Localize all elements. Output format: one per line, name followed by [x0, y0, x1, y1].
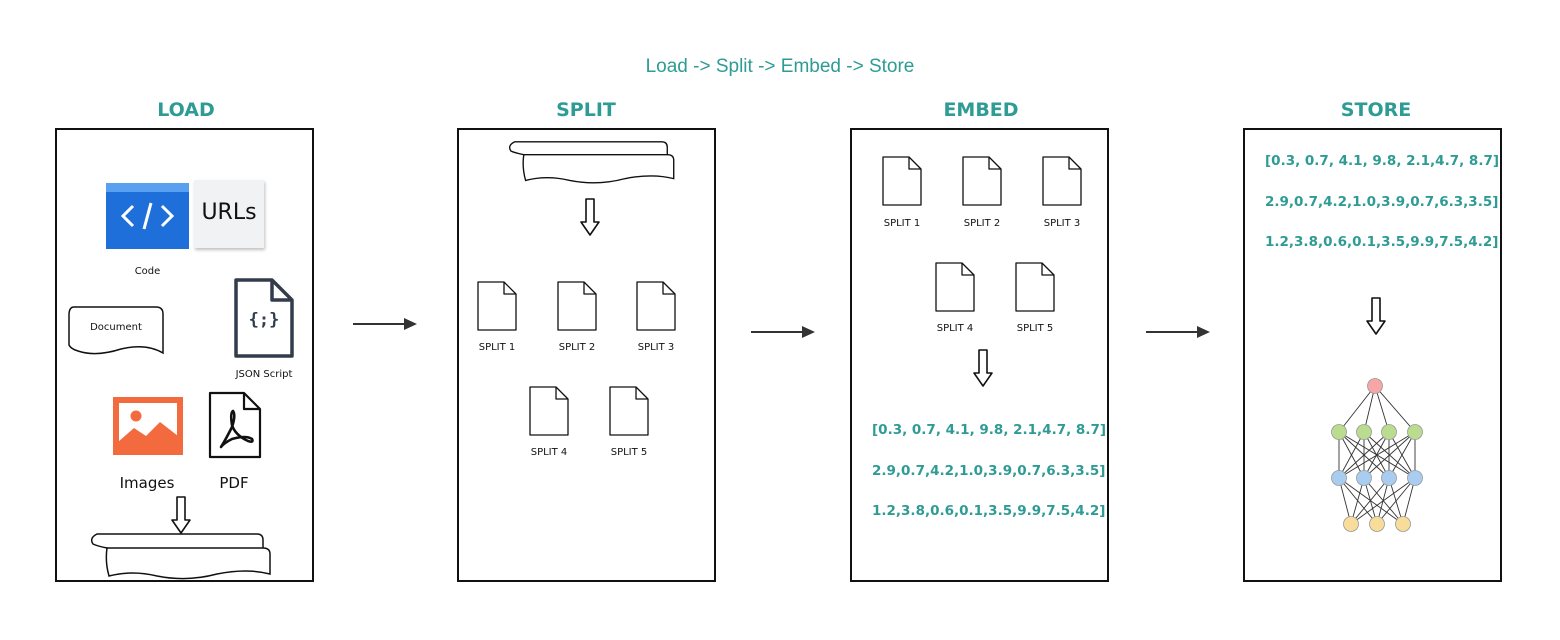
embedding-vector: [0.3, 0.7, 4.1, 9.8, 2.1,4.7, 8.7] [1265, 153, 1500, 169]
down-arrow-icon [1366, 297, 1386, 335]
nn-node [1407, 424, 1423, 440]
nn-connection [1338, 385, 1376, 433]
nn-node [1343, 516, 1359, 532]
nn-node [1407, 470, 1423, 486]
split-label: SPLIT 5 [610, 447, 648, 458]
down-arrow-icon [580, 198, 600, 236]
split-label: SPLIT 2 [963, 218, 1001, 229]
pdf-icon [208, 391, 262, 459]
split-label: SPLIT 4 [936, 323, 974, 334]
code-label: Code [134, 266, 161, 277]
embed-panel: SPLIT 1 SPLIT 2 SPLIT 3 SPLIT 4 SPLIT 5 … [850, 128, 1109, 582]
right-arrow-icon [352, 317, 418, 331]
json-glyph: {;} [248, 310, 280, 330]
nn-connection [1363, 431, 1416, 479]
nn-node [1331, 424, 1347, 440]
nn-connection [1388, 431, 1416, 479]
split-label: SPLIT 3 [637, 342, 675, 353]
right-arrow-icon [1145, 325, 1211, 339]
file-icon [636, 281, 676, 331]
nn-connection [1374, 385, 1416, 433]
nn-connection [1374, 385, 1390, 433]
embedding-vector: 2.9,0.7,4.2,1.0,3.9,0.7,6.3,3.5] [1265, 194, 1499, 210]
image-icon [113, 397, 183, 455]
nn-connection [1338, 477, 1352, 525]
nn-connection [1402, 477, 1416, 525]
split-panel: SPLIT 1 SPLIT 2 SPLIT 3 SPLIT 4 SPLIT 5 [457, 128, 716, 582]
stage-title-split: SPLIT [556, 99, 616, 121]
down-arrow-icon [171, 496, 191, 534]
nn-connection [1350, 477, 1416, 525]
nn-node [1395, 516, 1411, 532]
split-label: SPLIT 1 [883, 218, 921, 229]
nn-node [1331, 470, 1347, 486]
urls-icon: URLs [194, 180, 264, 248]
split-label: SPLIT 2 [558, 342, 596, 353]
json-script-label: JSON Script [235, 369, 293, 380]
down-arrow-icon [973, 349, 993, 387]
images-label: Images [119, 474, 175, 492]
embedding-vector: [0.3, 0.7, 4.1, 9.8, 2.1,4.7, 8.7] [872, 422, 1107, 438]
nn-connection [1350, 477, 1365, 525]
nn-connection [1338, 477, 1404, 525]
right-arrow-icon [750, 325, 816, 339]
stage-title-embed: EMBED [943, 99, 1019, 121]
nn-node [1356, 424, 1372, 440]
nn-connection [1350, 477, 1390, 525]
nn-node [1367, 378, 1383, 394]
pdf-label: PDF [219, 474, 249, 492]
nn-node [1381, 470, 1397, 486]
file-icon [529, 386, 569, 436]
code-icon [106, 183, 189, 249]
diagram-subtitle: Load -> Split -> Embed -> Store [645, 56, 915, 77]
nn-connection [1338, 431, 1416, 479]
split-label: SPLIT 1 [478, 342, 516, 353]
nn-connection [1338, 431, 1365, 479]
nn-connection [1338, 477, 1378, 525]
stage-title-load: LOAD [157, 99, 215, 121]
file-icon [477, 281, 517, 331]
stage-title-store: STORE [1340, 99, 1412, 121]
file-icon [609, 386, 649, 436]
file-icon [1015, 262, 1055, 312]
file-icon [1042, 156, 1082, 206]
stack-of-pages-icon [87, 532, 271, 582]
file-icon [935, 262, 975, 312]
split-label: SPLIT 4 [530, 447, 568, 458]
nn-node [1381, 424, 1397, 440]
split-label: SPLIT 5 [1016, 323, 1054, 334]
split-label: SPLIT 3 [1043, 218, 1081, 229]
document-icon [68, 306, 164, 355]
nn-node [1356, 470, 1372, 486]
urls-label: URLs [201, 200, 257, 225]
file-icon [557, 281, 597, 331]
file-icon [882, 156, 922, 206]
embedding-vector: 2.9,0.7,4.2,1.0,3.9,0.7,6.3,3.5] [872, 463, 1106, 479]
stack-of-pages-icon [504, 140, 676, 186]
nn-node [1369, 516, 1385, 532]
neural-network-icon [1331, 378, 1423, 532]
embedding-vector: 1.2,3.8,0.6,0.1,3.5,9.9,7.5,4.2] [1265, 234, 1499, 250]
nn-connection [1338, 431, 1390, 479]
file-icon [962, 156, 1002, 206]
embedding-vector: 1.2,3.8,0.6,0.1,3.5,9.9,7.5,4.2] [872, 503, 1106, 519]
nn-connection [1376, 477, 1416, 525]
load-panel: URLs Code Document {;} JSON Script Image… [55, 128, 314, 582]
store-panel: [0.3, 0.7, 4.1, 9.8, 2.1,4.7, 8.7] 2.9,0… [1243, 128, 1502, 582]
json-file-icon [234, 278, 294, 358]
document-label: Document [90, 322, 142, 333]
